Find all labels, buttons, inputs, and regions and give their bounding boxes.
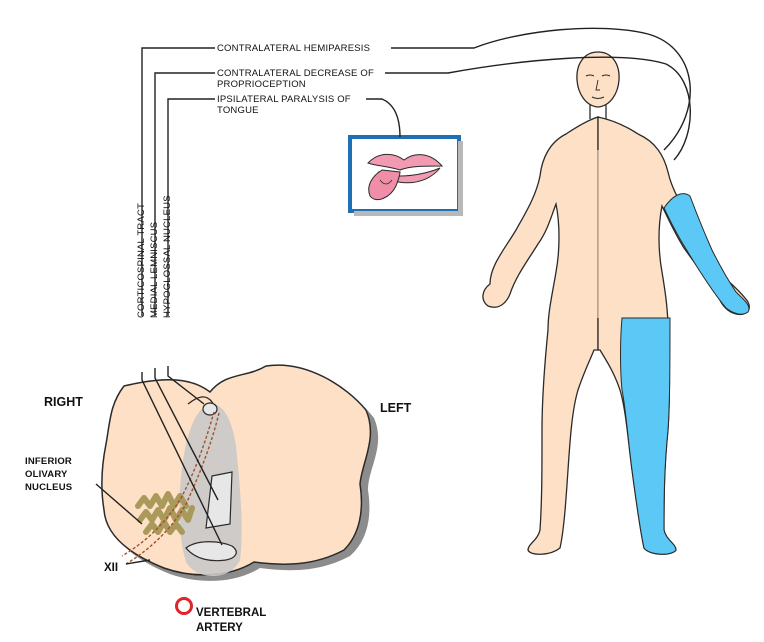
proprioception-line <box>154 72 215 316</box>
upper-lip <box>367 153 444 171</box>
label-left: LEFT <box>380 401 412 415</box>
label-decrease-proprioception-2: PROPRIOCEPTION <box>217 79 306 90</box>
left-leg-blue <box>620 317 677 555</box>
medial-lemniscus <box>205 471 233 529</box>
xii-line <box>125 559 151 565</box>
medulla-cross-section <box>101 364 379 581</box>
olivary-line <box>95 483 143 525</box>
label-medial-lemniscus: MEDIAL LEMNISCUS <box>149 221 160 318</box>
pyramid <box>185 541 237 562</box>
label-corticospinal-tract: CORTICOSPINAL TRACT <box>136 202 147 318</box>
body-outline <box>482 116 599 555</box>
label-right: RIGHT <box>44 395 83 409</box>
left-arm-blue <box>663 193 750 315</box>
label-xii: XII <box>104 562 119 574</box>
label-hypoglossal-nucleus: HYPOGLOSSAL NUCLEUS <box>162 195 173 318</box>
label-tongue-paralysis-1: IPSILATERAL PARALYSIS OF <box>217 94 351 105</box>
label-inferior-olivary-1: INFERIOR <box>25 456 72 467</box>
human-figure <box>482 51 750 555</box>
tongue-line <box>167 98 215 316</box>
label-decrease-proprioception-1: CONTRALATERAL DECREASE OF <box>217 68 375 79</box>
tongue <box>368 169 401 201</box>
label-vertebral-artery-2: ARTERY <box>196 622 243 634</box>
vertebral-artery-marker <box>175 597 193 615</box>
leader-lines <box>95 27 691 565</box>
tongue-illustration <box>348 135 463 216</box>
hemiparesis-line <box>141 47 215 316</box>
label-tongue-paralysis-2: TONGUE <box>217 105 259 116</box>
label-vertebral-artery-1: VERTEBRAL <box>196 607 267 619</box>
label-inferior-olivary-2: OLIVARY <box>25 469 68 480</box>
label-inferior-olivary-3: NUCLEUS <box>25 482 73 493</box>
hypoglossal-nucleus <box>202 402 218 416</box>
label-contralateral-hemiparesis: CONTRALATERAL HEMIPARESIS <box>217 43 371 54</box>
hypoglossal-nerve-fibers <box>121 411 215 557</box>
head <box>576 51 620 119</box>
